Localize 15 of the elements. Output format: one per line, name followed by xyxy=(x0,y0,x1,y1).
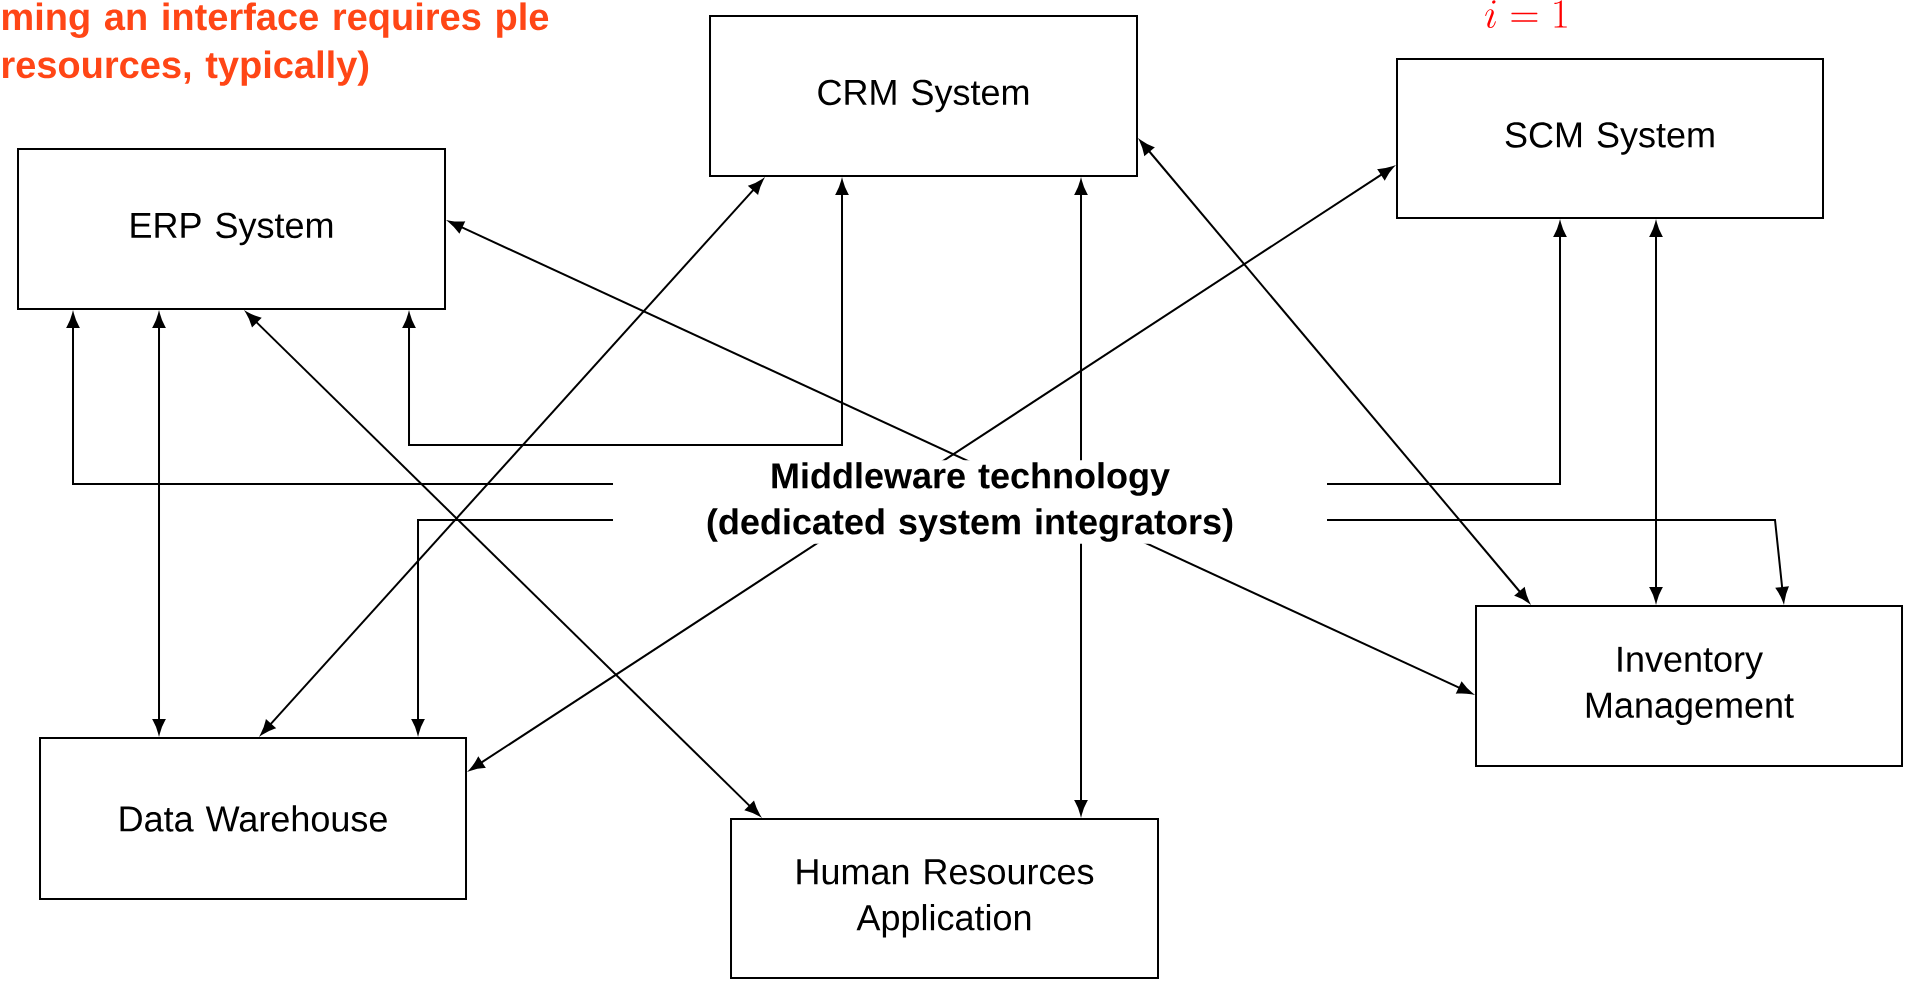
arrow xyxy=(260,178,764,736)
arrow xyxy=(1649,222,1663,602)
system-box: Human Resources Application xyxy=(730,818,1159,979)
formula-text: $i=1$ xyxy=(1485,0,1567,28)
arrow xyxy=(402,180,849,446)
note-text: ming an interface requires ple resources, typically) xyxy=(2,2,549,86)
system-box: Data Warehouse xyxy=(39,737,467,900)
system-box: Inventory Management xyxy=(1475,605,1903,767)
middleware-label: Middleware technology (dedicated system integrators) xyxy=(613,460,1327,544)
system-box: SCM System xyxy=(1396,58,1824,219)
arrow xyxy=(1139,140,1530,603)
system-box: CRM System xyxy=(709,15,1138,177)
arrow xyxy=(245,311,761,817)
arrow xyxy=(152,313,166,734)
system-box: ERP System xyxy=(17,148,446,310)
